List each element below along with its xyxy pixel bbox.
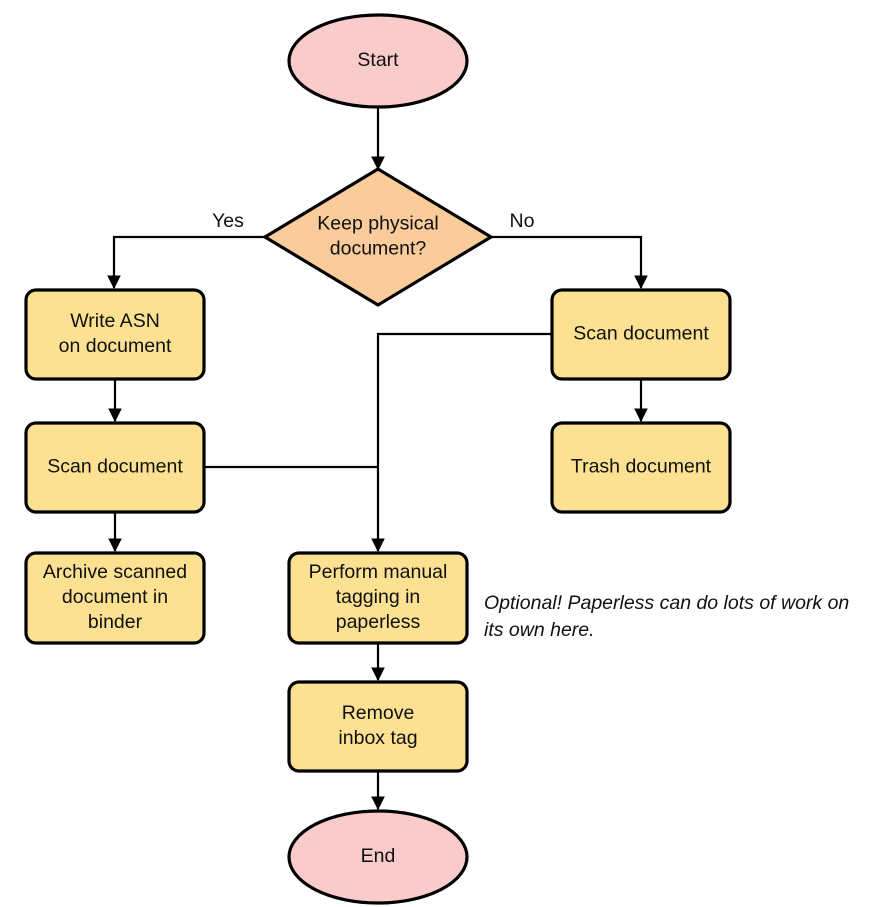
- decision-shape: [263, 167, 493, 307]
- process-shape: [287, 551, 469, 645]
- node-label: Scan document: [573, 323, 709, 345]
- edge-label-decision-no-to-scan-right: No: [510, 210, 535, 232]
- node-label: End: [361, 845, 396, 867]
- edge-line: [107, 235, 265, 290]
- edge-line: [371, 332, 552, 553]
- terminator-shape: [287, 13, 469, 109]
- node-label: Start: [357, 49, 399, 71]
- node-scan-document-right[interactable]: Scan document: [550, 288, 732, 381]
- edge-decision-no-to-scan-right: No: [491, 210, 648, 290]
- process-shape: [287, 680, 469, 773]
- edge-line: [491, 235, 648, 290]
- node-end[interactable]: End: [287, 809, 469, 905]
- edges-layer: Yes No: [107, 107, 648, 811]
- edge-label-decision-yes-to-write-asn: Yes: [212, 210, 244, 232]
- annotations-layer: Optional! Paperless can do lots of work …: [484, 592, 849, 641]
- process-shape: [24, 551, 206, 645]
- edge-scan-right-to-tagging: [371, 332, 552, 553]
- process-shape: [24, 421, 206, 514]
- edge-decision-yes-to-write-asn: Yes: [107, 210, 265, 290]
- process-shape: [24, 288, 206, 381]
- node-label: Trash document: [571, 456, 712, 478]
- annotation-optional-note: Optional! Paperless can do lots of work …: [484, 592, 849, 641]
- node-scan-document-left[interactable]: Scan document: [24, 421, 206, 514]
- node-trash-document[interactable]: Trash document: [550, 421, 732, 514]
- node-label: Scan document: [47, 456, 183, 478]
- node-start[interactable]: Start: [287, 13, 469, 109]
- process-shape: [550, 421, 732, 514]
- terminator-shape: [287, 809, 469, 905]
- process-shape: [550, 288, 732, 381]
